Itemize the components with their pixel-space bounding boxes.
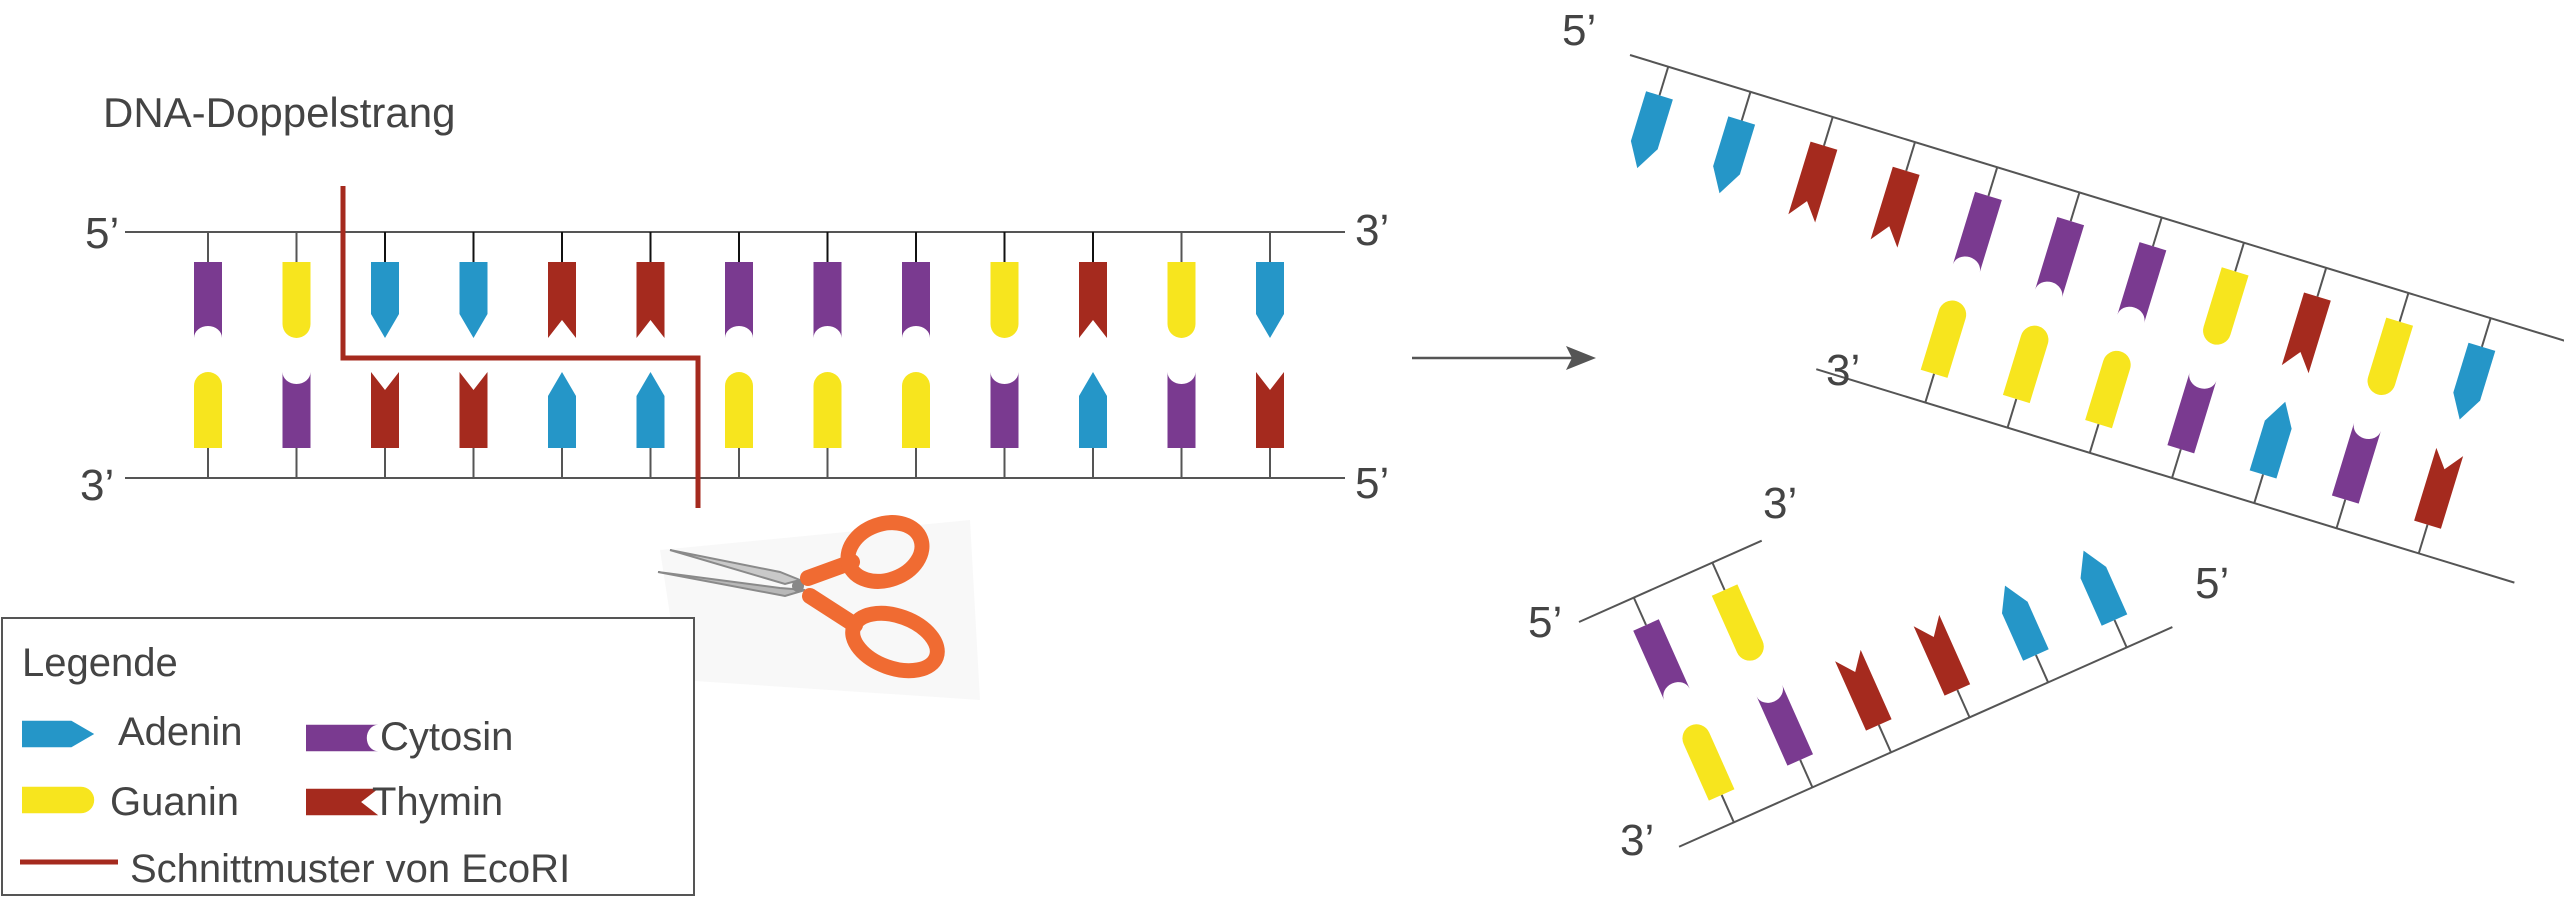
label-bottom-left-3prime: 3’	[80, 461, 114, 510]
fragment-large-top-thymin	[2281, 267, 2331, 374]
fragment-small-top-cytosin	[1632, 597, 1690, 701]
fragment-small-bases	[1632, 550, 2128, 823]
base-top-cytosin	[813, 232, 842, 338]
fragment-large-bottom-thymin	[2414, 447, 2464, 554]
legend-cytosin-swatch	[306, 724, 379, 752]
fragment-small-bottom-cytosin	[1756, 684, 1814, 788]
legend-box	[1, 617, 695, 896]
base-bottom-guanin	[194, 372, 222, 478]
base-bottom-adenin	[636, 372, 665, 478]
legend: Legende Adenin Cytosin Guanin Thymin Sch…	[1, 617, 695, 896]
base-top-cytosin	[725, 232, 753, 338]
fragment-large-bottom-guanin	[2002, 325, 2049, 428]
double-strand-bases	[194, 232, 1284, 478]
label-small-5prime-left: 5’	[1528, 598, 1562, 647]
fragment-small-bottom-strand	[1678, 626, 2173, 848]
scissors-icon	[657, 515, 980, 700]
base-top-guanin	[282, 232, 311, 338]
fragment-large-top-thymin	[1870, 141, 1920, 248]
fragment-large-bottom-cytosin	[2331, 422, 2381, 529]
fragment-small-top-guanin	[1711, 562, 1764, 661]
label-bottom-right-5prime: 5’	[1355, 459, 1389, 508]
fragment-large-bottom-guanin	[1920, 300, 1967, 403]
label-large-3prime: 3’	[1826, 346, 1860, 395]
base-bottom-thymin	[1256, 372, 1284, 478]
base-bottom-adenin	[1079, 372, 1107, 478]
arrow-right-icon	[1412, 346, 1596, 370]
legend-guanin-swatch	[22, 786, 95, 814]
label-small-3prime-bottom: 3’	[1620, 816, 1654, 865]
fragment-large-bottom-adenin	[2249, 401, 2292, 504]
base-bottom-thymin	[371, 372, 399, 478]
fragment-small-bottom-thymin	[1835, 649, 1892, 753]
fragment-large-bottom-guanin	[2085, 350, 2131, 454]
label-small-3prime-top: 3’	[1763, 479, 1797, 528]
fragment-large-top-guanin	[2367, 292, 2414, 395]
legend-guanin-label: Guanin	[110, 780, 239, 824]
base-bottom-guanin	[725, 372, 753, 478]
base-top-thymin	[1079, 232, 1107, 338]
legend-adenin-label: Adenin	[118, 710, 243, 754]
fragment-large-top-adenin	[1630, 66, 1673, 169]
fragment-large-top-cytosin	[2035, 192, 2085, 298]
fragment-large-top-cytosin	[1952, 166, 2002, 273]
fragment-large-top-guanin	[2203, 242, 2249, 345]
fragment-large-bottom-strand	[1815, 368, 2515, 584]
base-top-adenin	[459, 232, 488, 338]
legend-thymin-label: Thymin	[372, 780, 503, 824]
legend-title: Legende	[22, 641, 178, 685]
base-top-adenin	[1256, 232, 1284, 338]
base-top-cytosin	[194, 232, 222, 338]
fragment-large-top-adenin	[2453, 317, 2496, 420]
base-bottom-thymin	[459, 372, 488, 478]
base-bottom-guanin	[902, 372, 930, 478]
fragment-large	[1629, 54, 2564, 584]
label-large-5prime: 5’	[1562, 6, 1596, 55]
base-top-cytosin	[902, 232, 930, 338]
fragment-large-bottom-cytosin	[2167, 372, 2217, 479]
fragment-large-bases	[1630, 66, 2496, 554]
base-bottom-cytosin	[1167, 372, 1196, 478]
fragment-small-top-strand	[1578, 539, 1763, 623]
base-bottom-guanin	[813, 372, 842, 478]
legend-adenin-swatch	[22, 720, 95, 748]
ecori-cut-line	[340, 186, 701, 508]
fragment-large-top-thymin	[1788, 116, 1838, 223]
fragment-small-bottom-adenin	[2001, 585, 2050, 683]
fragment-small	[1578, 539, 2173, 848]
base-top-adenin	[371, 232, 399, 338]
base-top-thymin	[548, 232, 576, 338]
fragment-small-bottom-adenin	[2080, 550, 2128, 648]
label-small-5prime-right: 5’	[2195, 559, 2229, 608]
fragment-large-top-adenin	[1713, 91, 1756, 194]
legend-cytosin-label: Cytosin	[380, 715, 513, 759]
fragment-large-top-cytosin	[2117, 217, 2167, 324]
label-top-right-3prime: 3’	[1355, 206, 1389, 255]
base-top-guanin	[1167, 232, 1196, 338]
base-bottom-cytosin	[990, 372, 1019, 478]
base-bottom-adenin	[548, 372, 576, 478]
legend-thymin-swatch	[306, 788, 379, 816]
fragment-small-bottom-thymin	[1913, 614, 1971, 718]
diagram-title: DNA-Doppelstrang	[103, 89, 456, 136]
fragment-large-top-strand	[1629, 54, 2564, 349]
base-top-thymin	[636, 232, 665, 338]
base-bottom-cytosin	[282, 372, 311, 478]
label-top-left-5prime: 5’	[85, 209, 119, 258]
base-top-guanin	[990, 232, 1019, 338]
fragment-small-bottom-guanin	[1682, 724, 1735, 823]
legend-cut-label: Schnittmuster von EcoRI	[130, 847, 570, 891]
